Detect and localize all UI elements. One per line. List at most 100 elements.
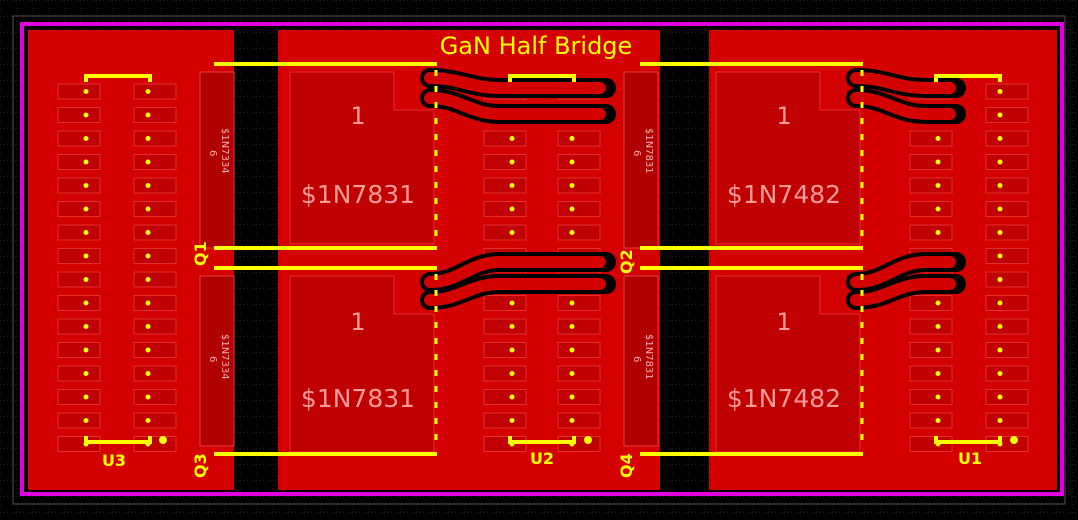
ic-pad xyxy=(133,389,177,405)
via-icon xyxy=(145,159,151,165)
ic-pad xyxy=(557,130,601,147)
via-icon xyxy=(997,159,1003,165)
ic-pad xyxy=(985,295,1029,311)
ic-pad xyxy=(57,224,101,241)
ic-pad xyxy=(557,201,601,217)
ic-pad xyxy=(57,318,101,335)
via-icon xyxy=(569,347,575,353)
ic-pad xyxy=(557,224,601,241)
via-icon xyxy=(935,347,941,353)
ic-pad xyxy=(133,154,177,170)
via-icon xyxy=(935,159,941,165)
module-edge-dashes xyxy=(434,70,864,450)
ic-pad xyxy=(133,365,177,382)
via-icon xyxy=(83,253,89,259)
via-icon xyxy=(509,300,515,306)
ic-pad xyxy=(909,342,953,358)
refdes-q4: Q4 xyxy=(617,453,636,478)
via-icon xyxy=(935,418,941,423)
gate-traces xyxy=(420,68,966,310)
ic-pad xyxy=(909,154,953,170)
via-icon xyxy=(569,230,575,235)
via-icon xyxy=(935,183,941,188)
ic-pad xyxy=(985,389,1029,405)
via-icon xyxy=(83,159,89,165)
u1-silk-bottom xyxy=(934,436,1002,444)
u1-silk-top xyxy=(934,74,1002,82)
ic-pad xyxy=(483,130,527,147)
u2-silk-bottom xyxy=(508,436,576,444)
via-icon xyxy=(83,394,89,400)
via-icon xyxy=(997,371,1003,376)
board-outline xyxy=(20,22,1064,496)
via-icon xyxy=(997,277,1003,282)
ic-pad xyxy=(909,389,953,405)
module-part-label: $1N7482 xyxy=(727,180,841,209)
ic-pad xyxy=(133,342,177,358)
via-icon xyxy=(145,277,151,282)
ic-pad xyxy=(57,83,101,100)
ic-pad xyxy=(909,412,953,429)
refdes-u2: U2 xyxy=(530,449,554,468)
via-icon xyxy=(997,230,1003,235)
ic-pad xyxy=(985,365,1029,382)
pin1-dot-icon xyxy=(1010,436,1018,444)
ic-pad xyxy=(483,154,527,170)
via-icon xyxy=(569,136,575,141)
via-icon xyxy=(935,136,941,141)
small-part-label: $1N7831 xyxy=(643,128,654,174)
via-icon xyxy=(997,347,1003,353)
via-icon xyxy=(935,324,941,329)
ic-pad xyxy=(557,154,601,170)
ic-pad xyxy=(985,177,1029,194)
ic-pad xyxy=(985,107,1029,123)
ic-pad xyxy=(133,295,177,311)
ic-pad xyxy=(985,224,1029,241)
ic-pad xyxy=(483,201,527,217)
module-part-label: $1N7831 xyxy=(301,180,415,209)
via-icon xyxy=(997,418,1003,423)
via-icon xyxy=(145,206,151,212)
ic-pad xyxy=(909,201,953,217)
small-part-pad xyxy=(623,275,659,447)
ic-pad xyxy=(985,318,1029,335)
module-pad-number: 1 xyxy=(776,308,791,336)
ic-pad xyxy=(133,83,177,100)
ic-pad xyxy=(909,295,953,311)
ic-pad xyxy=(133,107,177,123)
via-icon xyxy=(83,418,89,423)
via-icon xyxy=(509,371,515,376)
via-icon xyxy=(997,206,1003,212)
ic-pad xyxy=(57,342,101,358)
module-pad-number: 1 xyxy=(350,308,365,336)
via-icon xyxy=(509,159,515,165)
via-icon xyxy=(997,89,1003,94)
via-icon xyxy=(83,300,89,306)
via-icon xyxy=(509,136,515,141)
ic-pad xyxy=(133,271,177,288)
via-icon xyxy=(509,183,515,188)
module-pad-q2 xyxy=(715,71,861,245)
via-icon xyxy=(569,371,575,376)
via-icon xyxy=(83,324,89,329)
small-part-sublabel: 6 xyxy=(631,356,642,362)
ic-pad xyxy=(133,201,177,217)
module-part-label: $1N7482 xyxy=(727,384,841,413)
ic-pad xyxy=(57,412,101,429)
ic-pad xyxy=(557,295,601,311)
u3-silk-top xyxy=(84,74,152,82)
ic-pad xyxy=(483,342,527,358)
ic-pad xyxy=(909,365,953,382)
ic-pad xyxy=(985,130,1029,147)
pin1-dots xyxy=(159,436,1018,444)
via-icon xyxy=(145,253,151,259)
via-icon xyxy=(569,206,575,212)
ic-pad xyxy=(133,224,177,241)
module-part-label: $1N7831 xyxy=(301,384,415,413)
ic-pad xyxy=(483,389,527,405)
via-icon xyxy=(83,371,89,376)
via-icon xyxy=(83,206,89,212)
small-part-pad xyxy=(199,275,235,447)
via-icon xyxy=(569,394,575,400)
